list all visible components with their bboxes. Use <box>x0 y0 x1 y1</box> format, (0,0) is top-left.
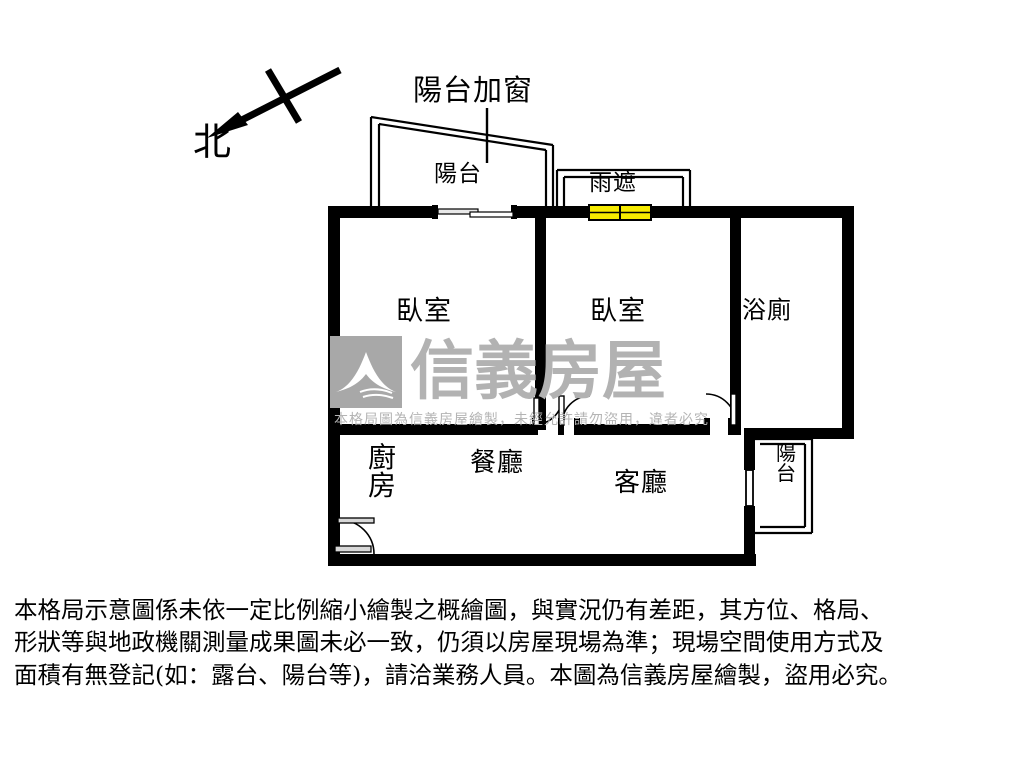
rain-shield-outline <box>555 168 692 212</box>
room-label-bedroom-left: 臥室 <box>396 296 452 327</box>
top-balcony-outline <box>369 115 555 211</box>
room-label-bathroom: 浴廁 <box>742 296 792 324</box>
door-bathroom <box>705 393 737 426</box>
north-arrow-icon <box>207 66 342 138</box>
room-label-kitchen: 廚房 <box>367 441 396 502</box>
disclaimer: 本格局示意圖係未依一定比例縮小繪製之概繪圖，與實況仍有差距，其方位、格局、 形狀… <box>14 594 1012 691</box>
room-label-top-balcony: 陽台 <box>434 161 482 187</box>
disclaimer-line-2: 形狀等與地政機關測量成果圖未必一致，仍須以房屋現場為準；現場空間使用方式及 <box>14 628 884 657</box>
right-balcony-outline <box>755 437 814 535</box>
door-entrance <box>334 517 375 555</box>
window-right-balcony <box>745 469 754 507</box>
disclaimer-line-1: 本格局示意圖係未依一定比例縮小繪製之概繪圖，與實況仍有差距，其方位、格局、 <box>14 596 884 624</box>
room-label-rain-shield: 雨遮 <box>589 170 637 196</box>
balcony-window-label: 陽台加窗 <box>413 73 534 107</box>
room-label-dining: 餐廳 <box>470 448 525 478</box>
window-yellow-rain-shield <box>588 204 652 221</box>
door-bedroom-right <box>558 395 591 426</box>
door-jambs <box>532 418 734 435</box>
sliding-door-balcony <box>432 205 517 219</box>
disclaimer-line-3: 面積有無登記(如：露台、陽台等)，請洽業務人員。本圖為信義房屋繪製，盜用必究。 <box>14 660 902 689</box>
room-label-bedroom-right: 臥室 <box>590 296 646 327</box>
room-label-living: 客廳 <box>614 468 669 498</box>
exterior-walls <box>328 206 854 566</box>
door-bedroom-left <box>533 397 563 426</box>
room-label-right-balcony: 陽台 <box>776 441 796 485</box>
north-label: 北 <box>193 120 232 164</box>
